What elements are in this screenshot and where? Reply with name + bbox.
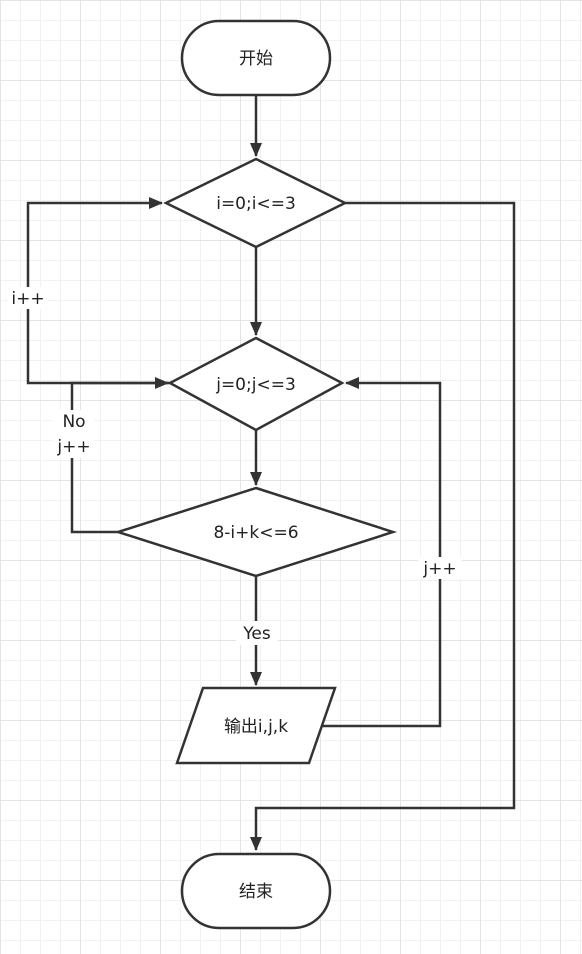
edge-label-no-j-increment: j++ — [56, 437, 90, 457]
output-parallelogram — [175, 686, 337, 765]
output-label: 输出i,j,k — [224, 717, 288, 737]
loop-j-decision — [167, 336, 345, 432]
end-label: 结束 — [239, 882, 273, 902]
edge-output-back-to-loop-j — [322, 377, 442, 728]
loop-i-decision — [163, 157, 348, 249]
edge-label-no: No — [62, 412, 85, 432]
edge-loop-i-exit-to-end — [250, 201, 516, 851]
condition-label: 8-i+k<=6 — [213, 523, 298, 543]
loop-j-label: j=0;j<=3 — [215, 375, 296, 395]
edge-label-i-increment: i++ — [11, 289, 44, 309]
loop-i-label: i=0;i<=3 — [216, 194, 296, 214]
edge-loop-j-exit-back-to-loop-i — [26, 197, 170, 385]
end-terminal — [180, 852, 332, 930]
edge-label-yes: Yes — [242, 624, 271, 644]
start-terminal — [180, 19, 332, 97]
start-label: 开始 — [239, 49, 273, 69]
edge-label-j-increment: j++ — [422, 559, 456, 579]
condition-decision — [113, 486, 398, 578]
